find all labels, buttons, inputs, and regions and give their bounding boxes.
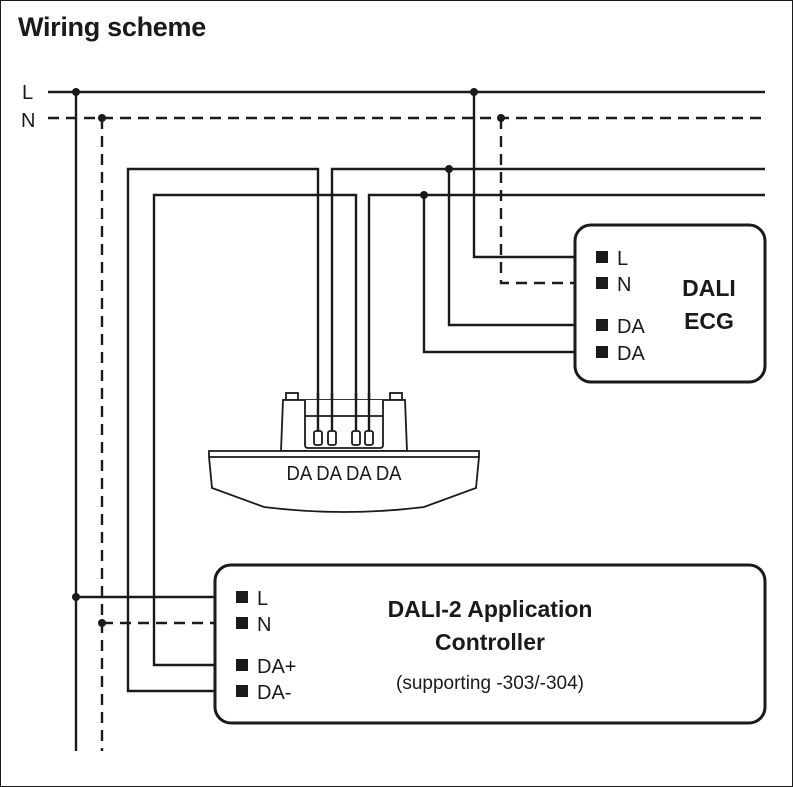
controller-outline xyxy=(213,563,767,725)
ecg-outline xyxy=(573,223,767,384)
bus-label-neutral: N xyxy=(21,110,35,132)
terminal-square xyxy=(596,319,608,331)
junction-dot xyxy=(72,88,80,96)
wire-ecg-n xyxy=(499,118,596,285)
controller-terminal-label: DA+ xyxy=(257,656,296,678)
sensor-device: DA DA DA DA xyxy=(208,392,480,513)
ecg-title-line1: DALI xyxy=(682,275,736,301)
controller-terminal-label: L xyxy=(257,588,268,610)
wire-ecg-da2 xyxy=(422,195,596,354)
sensor-terminal xyxy=(351,430,361,446)
terminal-square xyxy=(596,346,608,358)
controller-box: L N DA+ DA- DALI-2 Application Controlle… xyxy=(213,563,767,725)
controller-terminal-label: DA- xyxy=(257,682,291,704)
terminal-square xyxy=(596,251,608,263)
controller-title-line2: Controller xyxy=(435,629,545,655)
terminal-square xyxy=(236,659,248,671)
sensor-clip-right xyxy=(389,392,403,401)
terminal-square xyxy=(236,591,248,603)
ecg-terminal-label: N xyxy=(617,274,631,296)
ecg-box: L N DA DA DALI ECG xyxy=(573,223,767,384)
sensor-clip-left xyxy=(285,392,299,401)
wire-ecg-da1 xyxy=(447,169,596,327)
ecg-terminal-label: DA xyxy=(617,343,645,365)
ecg-terminal-label: L xyxy=(617,248,628,270)
junction-dot xyxy=(98,114,106,122)
page-title: Wiring scheme xyxy=(18,12,206,42)
da-bus-lower xyxy=(367,193,765,430)
sensor-terminal-labels: DA DA DA DA xyxy=(287,463,403,485)
controller-subtitle: (supporting -303/-304) xyxy=(396,673,584,694)
sensor-base xyxy=(208,450,480,513)
sensor-terminal xyxy=(364,430,374,446)
wire-ecg-l xyxy=(472,92,596,259)
terminal-square xyxy=(236,685,248,697)
bus-label-line: L xyxy=(22,82,33,104)
controller-title-line1: DALI-2 Application xyxy=(388,596,593,622)
da-bus-upper xyxy=(330,167,765,430)
ecg-title-line2: ECG xyxy=(684,308,734,334)
controller-terminal-label: N xyxy=(257,614,271,636)
sensor-terminal xyxy=(313,430,323,446)
terminal-square xyxy=(596,277,608,289)
wire-da-plus xyxy=(152,193,358,667)
sensor-terminal xyxy=(327,430,337,446)
ecg-terminal-label: DA xyxy=(617,316,645,338)
wire-da-minus xyxy=(126,167,320,693)
terminal-square xyxy=(236,617,248,629)
sensor-terminal-block xyxy=(304,400,384,449)
